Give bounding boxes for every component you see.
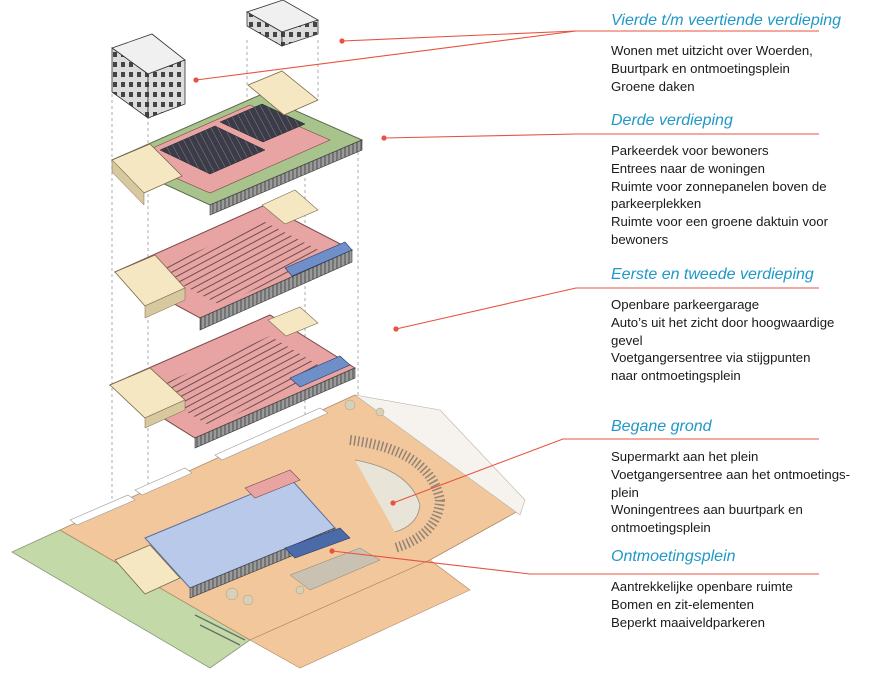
level-description: Wonen met uitzicht over Woerden, Buurtpa… (611, 42, 879, 95)
description-line: plein (611, 484, 639, 500)
description-line: Openbare parkeergarage (611, 297, 760, 312)
level-title: Eerste en tweede verdieping (611, 266, 814, 283)
third-floor (110, 70, 364, 216)
description-line: Entrees naar de woningen (611, 160, 765, 176)
legend-plein: Ontmoetingsplein Aantrekkelijke openbare… (611, 548, 879, 631)
level-description: Parkeerdek voor bewoners Entrees naar de… (611, 142, 879, 249)
leader-lines (195, 30, 819, 575)
legend-eerste: Eerste en tweede verdieping Openbare par… (611, 266, 879, 385)
description-line: Parkeerdek voor bewoners (611, 143, 769, 158)
description-line: Aantrekkelijke openbare ruimte (611, 579, 793, 594)
description-line: Supermarkt aan het plein (611, 449, 759, 464)
description-line: bewoners (611, 231, 669, 247)
level-title: Derde verdieping (611, 112, 733, 129)
level-description: Openbare parkeergarage Auto’s uit het zi… (611, 296, 879, 385)
description-line: Voetgangersentree aan het ontmoetings- (611, 466, 851, 482)
description-line: Beperkt maaiveldparkeren (611, 614, 765, 630)
legend-vierde: Vierde t/m veertiende verdieping Wonen m… (611, 12, 879, 95)
ground-right (354, 394, 526, 516)
ground-housing (114, 544, 181, 595)
description-line: Bomen en zit-elementen (611, 596, 754, 612)
description-line: Auto’s uit het zicht door hoogwaardige (611, 314, 835, 330)
description-line: naar ontmoetingsplein (611, 368, 741, 384)
level-description: Aantrekkelijke openbare ruimte Bomen en … (611, 578, 879, 631)
description-line: Wonen met uitzicht over Woerden, (611, 43, 813, 58)
level-title: Vierde t/m veertiende verdieping (611, 12, 842, 29)
description-line: Buurtpark en ontmoetingsplein (611, 60, 790, 76)
description-line: Woningentrees aan buurtpark en (611, 502, 803, 518)
residential-tower-icon (111, 33, 186, 119)
ground-level (11, 394, 526, 669)
description-line: Groene daken (611, 78, 695, 94)
parking-deck (113, 189, 354, 331)
description-line: gevel (611, 332, 643, 348)
description-line: Ruimte voor een groene daktuin voor (611, 214, 828, 230)
description-line: parkeerplekken (611, 196, 702, 212)
level-description: Supermarkt aan het plein Voetgangersentr… (611, 448, 879, 537)
description-line: Ruimte voor zonnepanelen boven de (611, 178, 827, 194)
description-line: Voetgangersentree via stijgpunten (611, 350, 811, 366)
first-second-floor (108, 306, 357, 449)
legend-begane: Begane grond Supermarkt aan het plein Vo… (611, 418, 879, 537)
level-title: Ontmoetingsplein (611, 548, 736, 565)
residential-tower-icon (246, 0, 319, 47)
description-line: ontmoetingsplein (611, 520, 711, 536)
leader-dot (193, 38, 399, 554)
legend-derde: Derde verdieping Parkeerdek voor bewoner… (611, 112, 879, 249)
level-title: Begane grond (611, 418, 712, 435)
